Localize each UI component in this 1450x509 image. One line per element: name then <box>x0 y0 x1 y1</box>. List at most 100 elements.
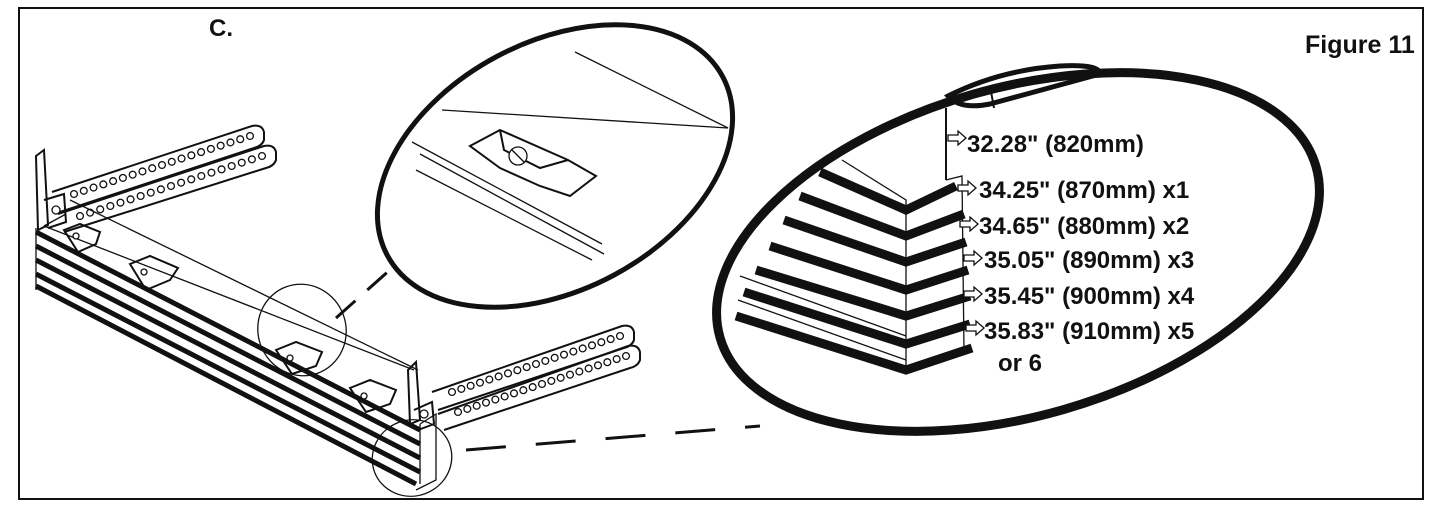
arm-hole <box>237 158 246 167</box>
arm-hole <box>453 407 463 417</box>
arm-hole <box>106 201 115 211</box>
rear-arm-right <box>431 324 641 431</box>
measurement-890mm: 35.05" (890mm) x3 <box>984 247 1194 274</box>
arm-hole <box>216 141 225 150</box>
arm-hole <box>187 151 196 160</box>
arm-hole <box>513 366 522 375</box>
arm-hole <box>447 387 457 397</box>
measurement-or-6: or 6 <box>998 350 1042 377</box>
post-left <box>34 148 68 232</box>
arm-hole <box>99 180 108 189</box>
arm-hole <box>75 211 85 221</box>
arm-hole <box>503 369 513 378</box>
arm-hole <box>537 379 547 389</box>
clip-1 <box>62 222 102 254</box>
dimension-arrow-icon <box>963 249 983 267</box>
arm-hole <box>509 389 519 398</box>
arm-hole <box>128 170 137 179</box>
arm-hole <box>556 373 565 382</box>
clip-2 <box>128 254 180 292</box>
arm-hole <box>587 341 597 350</box>
arm-hole <box>69 189 79 199</box>
figure-label: Figure 11 <box>1305 31 1415 59</box>
measurement-820mm: 32.28" (820mm) <box>967 131 1144 158</box>
arm-hole <box>603 358 612 367</box>
arm-hole <box>472 401 481 410</box>
arm-hole <box>116 198 125 207</box>
arm-hole <box>519 386 528 395</box>
arm-hole <box>615 331 625 341</box>
measurement-870mm: 34.25" (870mm) x1 <box>979 177 1189 204</box>
arm-hole <box>166 181 176 191</box>
arm-hole <box>177 178 186 187</box>
detail-upper <box>374 22 736 310</box>
leader-lower <box>465 424 761 452</box>
arm-hole <box>500 392 509 401</box>
arm-hole <box>481 398 491 407</box>
arm-hole <box>197 171 206 181</box>
arm-hole <box>593 361 603 370</box>
rack-assembly <box>34 124 761 497</box>
arm-hole <box>621 351 631 361</box>
arm-hole <box>206 144 215 153</box>
dimension-arrow-icon <box>959 215 979 233</box>
arm-hole <box>528 383 537 392</box>
arm-hole <box>89 183 98 192</box>
step-label: C. <box>209 15 233 42</box>
arm-hole <box>207 168 216 177</box>
arm-hole <box>217 165 226 174</box>
dimension-arrow-icon <box>947 129 967 147</box>
leader-upper <box>335 266 393 320</box>
arm-hole <box>156 185 165 194</box>
callout-clip <box>257 283 347 377</box>
arm-hole <box>578 344 587 353</box>
arm-hole <box>177 154 186 163</box>
measurement-910mm: 35.83" (910mm) x5 <box>984 318 1194 345</box>
arm-hole <box>236 135 245 144</box>
arm-hole <box>575 367 584 376</box>
slat-stack <box>34 213 437 491</box>
arm-hole <box>531 359 541 369</box>
arm-hole <box>597 338 606 347</box>
callout-edge <box>371 419 453 497</box>
arm-hole <box>565 370 575 379</box>
clip-3 <box>274 340 324 376</box>
dimension-arrow-icon <box>963 285 983 303</box>
arm-hole <box>491 395 500 404</box>
arm-hole <box>197 148 206 157</box>
arm-hole <box>118 173 127 182</box>
arm-hole <box>79 186 88 195</box>
arm-hole <box>612 355 621 364</box>
arm-hole <box>96 205 105 214</box>
arm-hole <box>485 375 494 384</box>
arm-hole <box>157 160 167 170</box>
rear-arm-left <box>51 124 277 233</box>
arm-hole <box>167 157 176 166</box>
arm-hole <box>245 131 255 141</box>
detail-lower <box>712 63 1324 436</box>
measurement-880mm: 34.65" (880mm) x2 <box>979 213 1189 240</box>
arm-hole <box>257 151 267 161</box>
arm-hole <box>136 191 145 201</box>
arm-hole <box>559 350 569 359</box>
arm-hole <box>226 138 235 147</box>
dimension-arrow-icon <box>957 179 977 197</box>
arm-hole <box>109 177 118 186</box>
arm-hole <box>494 372 503 381</box>
arm-hole <box>547 376 556 385</box>
arm-hole <box>584 364 593 373</box>
arm-hole <box>126 195 135 204</box>
clip-4 <box>348 378 398 414</box>
arm-hole <box>247 155 256 164</box>
arm-hole <box>457 384 466 393</box>
arm-hole <box>146 188 155 197</box>
arm-hole <box>466 381 475 390</box>
arm-hole <box>522 363 531 372</box>
arm-hole <box>569 347 578 356</box>
arm-hole <box>148 164 157 173</box>
arm-hole <box>227 161 236 171</box>
arm-hole <box>606 335 615 344</box>
arm-hole <box>541 356 550 365</box>
arm-hole <box>187 175 196 184</box>
